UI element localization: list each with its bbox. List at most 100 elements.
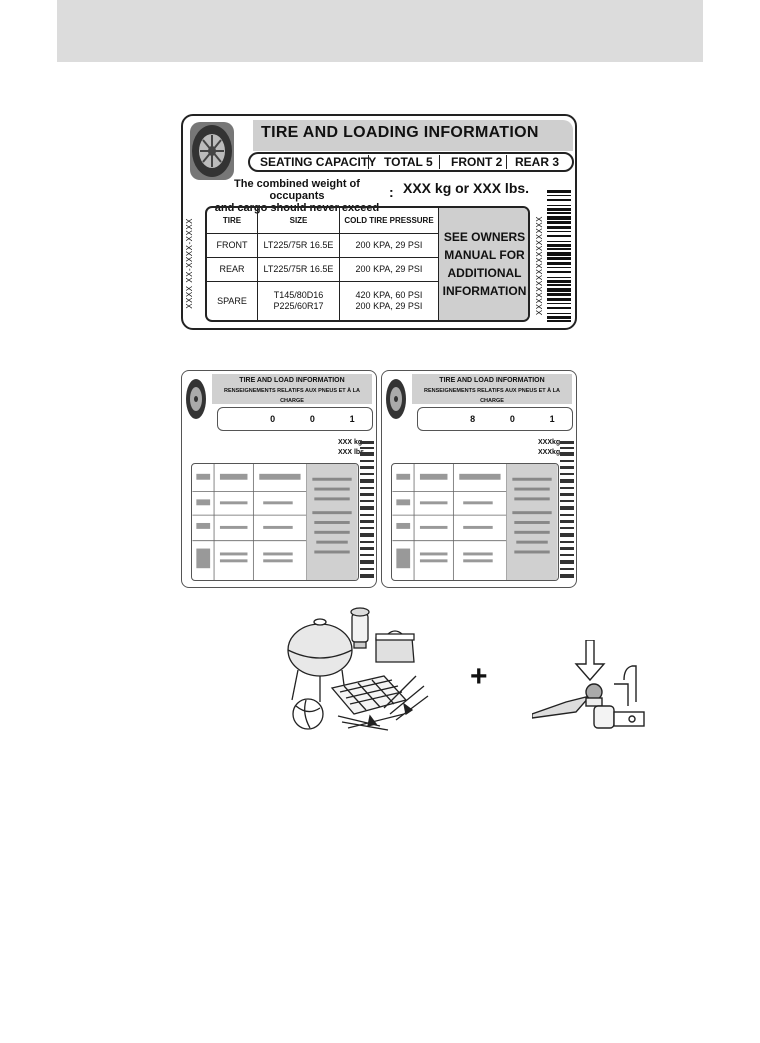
see-owners-line: INFORMATION	[442, 284, 527, 298]
seating-rear: REAR 3	[515, 155, 560, 169]
see-owners-line: SEE OWNERS	[443, 230, 526, 244]
weight-kg: XXXkg.	[538, 439, 563, 446]
barcode-stripe	[547, 267, 571, 268]
plus-sign: +	[470, 660, 488, 693]
size-cell: T145/80D16 P225/60R17	[258, 282, 340, 320]
tire-icon	[190, 122, 234, 180]
pressure-line: 200 KPA, 29 PSI	[355, 301, 423, 311]
barcode-stripe	[547, 293, 571, 296]
barcode-stripe	[547, 241, 571, 242]
seating-front: FRONT 2	[451, 155, 503, 169]
barcode-stripe	[547, 199, 571, 201]
barcode-stripe	[547, 307, 571, 309]
barcode-stripe	[547, 303, 571, 304]
bilingual-title: TIRE AND LOAD INFORMATION RENSEIGNEMENTS…	[212, 374, 372, 404]
right-code: XXXXXXXXXXXXXXXXX	[535, 216, 544, 316]
see-owners-line: MANUAL FOR	[444, 248, 525, 262]
barcode-stripe	[547, 221, 571, 224]
bilingual-label-left: TIRE AND LOAD INFORMATION RENSEIGNEMENTS…	[181, 370, 377, 588]
weight-lbs: XXX lbs.	[338, 449, 367, 456]
title-en: TIRE AND LOAD INFORMATION	[439, 377, 545, 384]
bilingual-label-right: TIRE AND LOAD INFORMATION RENSEIGNEMENTS…	[381, 370, 577, 588]
title-fr: RENSEIGNEMENTS RELATIFS AUX PNEUS ET À L…	[224, 388, 360, 404]
tire-icon	[386, 379, 406, 419]
combined-line-1: The combined weight of occupants	[234, 178, 360, 202]
colon: :	[389, 184, 394, 200]
tire-icon	[186, 379, 206, 419]
title-bar	[253, 120, 573, 151]
size-line: T145/80D16	[273, 290, 324, 300]
barcode-stripe	[547, 277, 571, 278]
barcode-stripe	[547, 216, 571, 220]
pressure-cell: 200 KPA, 29 PSI	[340, 234, 439, 257]
weight-kg: XXX kg	[338, 439, 363, 446]
seating-total: TOTAL 5	[384, 155, 433, 169]
barcode-stripe	[547, 288, 571, 292]
tire-cell: SPARE	[207, 282, 258, 320]
barcode-stripe	[547, 280, 571, 283]
seat-total: 0	[270, 414, 276, 424]
barcode-stripe	[547, 320, 571, 322]
size-line: P225/60R17	[273, 301, 324, 311]
combined-line-2: and cargo should never exceed	[214, 202, 380, 214]
title-en: TIRE AND LOAD INFORMATION	[239, 377, 345, 384]
bilingual-title: TIRE AND LOAD INFORMATION RENSEIGNEMENTS…	[412, 374, 572, 404]
barcode-icon	[360, 441, 374, 578]
barcode-stripe	[547, 235, 571, 237]
barcode-stripe	[547, 284, 571, 286]
bilingual-table	[391, 463, 559, 581]
seat-rear: 1	[349, 414, 355, 424]
barcode-stripe	[547, 212, 571, 214]
table-row: SPARE T145/80D16 P225/60R17 420 KPA, 60 …	[207, 282, 439, 320]
divider	[439, 155, 440, 169]
divider	[368, 155, 369, 169]
cargo-illustration	[287, 607, 429, 731]
table-row: FRONT LT225/75R 16.5E 200 KPA, 29 PSI	[207, 234, 439, 258]
barcode-stripe	[547, 271, 571, 273]
barcode-stripe	[547, 248, 571, 250]
max-weight: XXX kg or XXX lbs.	[403, 180, 530, 196]
tongue-load-illustration	[532, 640, 645, 729]
size-cell: LT225/75R 16.5E	[258, 258, 340, 281]
barcode-stripe	[547, 190, 571, 193]
tire-cell: REAR	[207, 258, 258, 281]
header-size: SIZE	[258, 208, 340, 233]
pressure-cell: 200 KPA, 29 PSI	[340, 258, 439, 281]
barcode-stripe	[547, 226, 571, 229]
barcode-stripe	[547, 195, 571, 196]
header-band	[57, 0, 703, 62]
seat-front: 0	[309, 414, 315, 424]
seat-rear: 1	[549, 414, 555, 424]
barcode-stripe	[547, 252, 571, 256]
barcode-stripe	[547, 244, 571, 247]
seating-row: ​ 0 0 1	[217, 407, 373, 431]
bilingual-table	[191, 463, 359, 581]
tire-cell: FRONT	[207, 234, 258, 257]
pressure-cell: 420 KPA, 60 PSI 200 KPA, 29 PSI	[340, 282, 439, 320]
left-code: XXXX XX-XXXX-XXXX	[185, 218, 194, 309]
barcode-stripe	[547, 257, 571, 260]
pressure-line: 420 KPA, 60 PSI	[355, 290, 423, 300]
seating-row: ​ 8 0 1	[417, 407, 573, 431]
title-fr: RENSEIGNEMENTS RELATIFS AUX PNEUS ET À L…	[424, 388, 560, 404]
see-owners-manual: SEE OWNERS MANUAL FOR ADDITIONAL INFORMA…	[439, 208, 528, 320]
size-cell: LT225/75R 16.5E	[258, 234, 340, 257]
header-pressure: COLD TIRE PRESSURE	[340, 208, 439, 233]
label-title: TIRE AND LOADING INFORMATION	[261, 124, 539, 141]
seat-front: 0	[509, 414, 515, 424]
seat-total: 8	[470, 414, 476, 424]
seating-capacity-label: SEATING CAPACITY	[260, 155, 377, 169]
barcode-stripe	[547, 231, 571, 232]
table-row: REAR LT225/75R 16.5E 200 KPA, 29 PSI	[207, 258, 439, 282]
barcode-stripe	[547, 208, 571, 211]
seating-capacity-row: SEATING CAPACITY TOTAL 5 FRONT 2 REAR 3	[248, 152, 574, 172]
barcode-stripe	[547, 316, 571, 319]
barcode-stripe	[547, 205, 571, 206]
header-tire: TIRE	[207, 208, 258, 233]
tire-pressure-table: TIRE SIZE COLD TIRE PRESSURE FRONT LT225…	[205, 206, 530, 322]
barcode-stripe	[547, 262, 571, 265]
table-header-row: TIRE SIZE COLD TIRE PRESSURE	[207, 208, 439, 234]
barcode-stripe	[547, 298, 571, 301]
barcode-icon	[560, 441, 574, 578]
weight-lbs: XXXkg.	[538, 449, 563, 456]
